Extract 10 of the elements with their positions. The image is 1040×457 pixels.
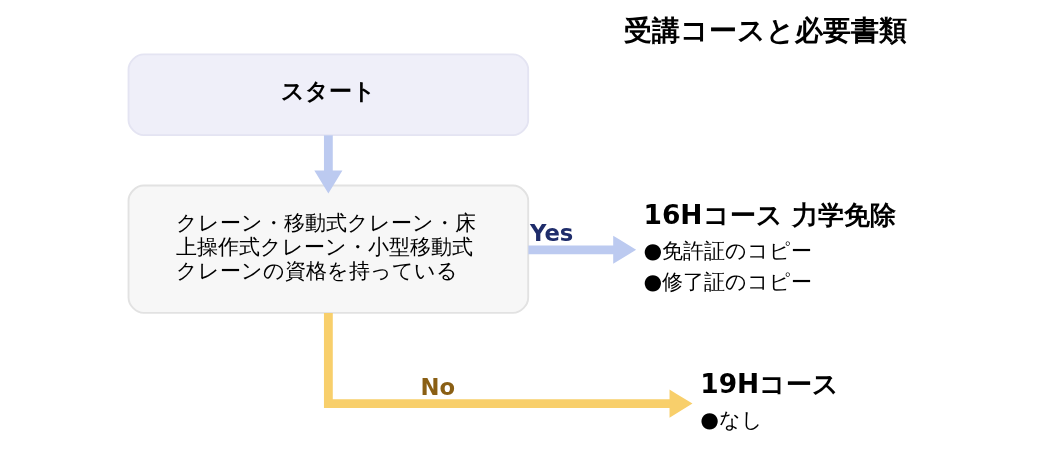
node-box: スタート	[127, 52, 530, 136]
node-box: クレーン・移動式クレーン・床上操作式クレーン・小型移動式クレーンの資格を持っている	[127, 184, 530, 314]
arrow	[314, 134, 343, 193]
edge-label: No	[420, 373, 456, 400]
arrow	[528, 235, 637, 264]
node-text: 19Hコース ●なし	[700, 367, 840, 432]
edge-label: Yes	[530, 219, 574, 246]
diagram-title: 受講コースと必要書類	[624, 13, 908, 47]
arrow	[323, 312, 693, 418]
node-text: 16Hコース 力学免除 ●免許証のコピー ●修了証のコピー	[643, 198, 896, 294]
